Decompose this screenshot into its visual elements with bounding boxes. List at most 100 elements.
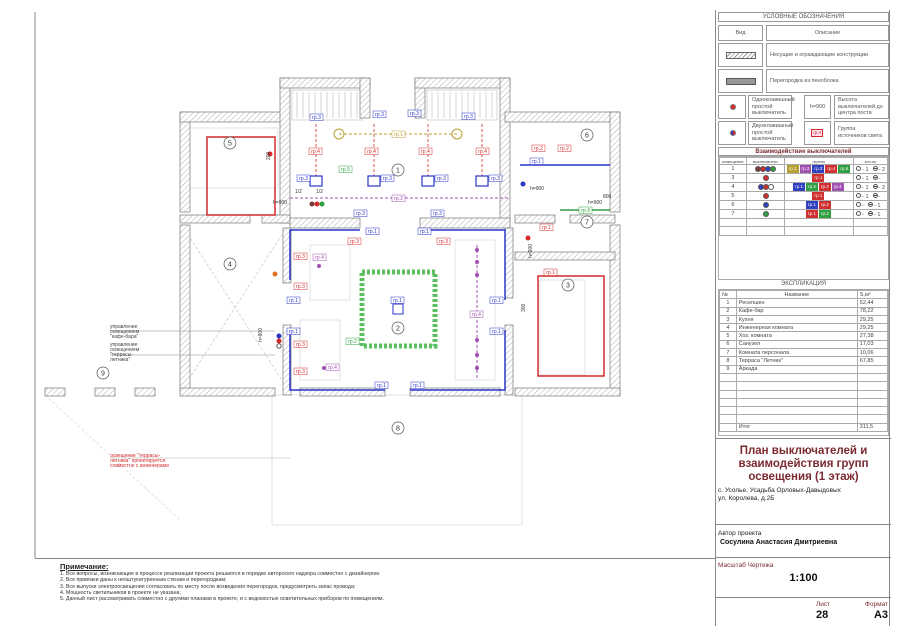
scale-value: 1:100 (789, 572, 818, 584)
count-single: - 1 (862, 193, 869, 200)
wall (514, 214, 556, 224)
wall (504, 324, 514, 396)
empty-row (719, 226, 888, 236)
switches-cell (745, 182, 785, 192)
sheet-label: Лист (816, 601, 831, 608)
side-panel: УСЛОВНЫЕ ОБОЗНАЧЕНИЯ Вид Описание Несущи… (715, 10, 891, 626)
wall (504, 111, 621, 123)
room-cell: 5 (719, 191, 747, 201)
count-cell: - 1- (853, 191, 888, 201)
room-number-4: 4 (223, 257, 237, 271)
group-label: гр.1 (286, 296, 301, 304)
legend-switch1: Одноклавишный простой выключатель (748, 95, 795, 119)
group-label: гр.3 (296, 174, 311, 182)
group-label: гр.3 (347, 237, 362, 245)
notes-list: 1. Все вопросы, возникающие в процессе р… (60, 571, 384, 602)
group-label: гр.2 (557, 144, 572, 152)
svg-text:гр.5: гр.5 (341, 167, 350, 173)
room-area: 27,38 (856, 331, 889, 341)
group-label: гр.1 (410, 381, 425, 389)
svg-text:гр.4: гр.4 (328, 365, 337, 371)
pendant-light (475, 338, 479, 342)
explication-header: S,м² (856, 289, 889, 300)
wall (44, 387, 66, 397)
group-label: гр.2 (391, 194, 406, 202)
count-single: - (862, 211, 864, 218)
group-label: гр.3 (436, 237, 451, 245)
light-fixture (421, 175, 435, 187)
explication-header: Название (735, 289, 858, 300)
room-area: 67,85 (856, 356, 889, 366)
svg-text:гр.3: гр.3 (296, 284, 305, 290)
group-label: гр.3 (430, 209, 445, 217)
switch-icon (762, 201, 769, 208)
pendant-light (317, 264, 321, 268)
group-chip: гр.2 (805, 183, 818, 191)
svg-text:гр.3: гр.3 (375, 112, 384, 118)
group-label: гр.2 (345, 337, 360, 345)
switch-icon (762, 192, 769, 199)
interaction-title: Взаимодействие выключателей (718, 147, 889, 156)
switches-cell (745, 191, 785, 201)
count-single: - (862, 202, 864, 209)
drawing-title: План выключателей и взаимодействия групп… (738, 445, 869, 483)
svg-text:гр.1: гр.1 (542, 225, 551, 231)
group-label: гр.3 (461, 112, 476, 120)
group-label: гр.1 (390, 296, 405, 304)
group-chip: гр.1 (805, 201, 818, 209)
count-cell: -- 1 (853, 200, 888, 210)
room-number: 5 (719, 331, 737, 341)
wall (179, 224, 191, 391)
group-label: гр.3 (380, 174, 395, 182)
pendant-light (475, 366, 479, 370)
author-label: Автор проекта (718, 530, 762, 537)
group-label: гр.1 (489, 327, 504, 335)
room-number: 7 (719, 348, 737, 358)
svg-text:5: 5 (228, 141, 232, 148)
address-line-1: с. Усолье, Усадьба Орловых-Давыдовых (718, 487, 841, 494)
svg-text:гр.1: гр.1 (532, 159, 541, 165)
furniture (44, 127, 586, 526)
room-name: Терраса "Летник" (735, 356, 858, 366)
wall (179, 214, 251, 224)
group-label: гр.4 (308, 147, 323, 155)
double-switch-outline-icon (872, 183, 878, 189)
svg-text:h=900: h=900 (530, 186, 544, 192)
svg-text:гр.2: гр.2 (394, 196, 403, 202)
group-label: гр.4 (475, 147, 490, 155)
group-label: гр.3 (434, 174, 449, 182)
single-switch-outline-icon (856, 183, 862, 189)
legend-partition: Перегородка из пеноблока (766, 69, 889, 93)
double-switch-outline-icon (872, 192, 878, 198)
svg-text:гр.3: гр.3 (437, 176, 446, 182)
author-block: Автор проекта Сосулина Анастасия Дмитрие… (716, 524, 891, 557)
wall (282, 324, 292, 396)
group-chip: гр.5 (838, 165, 851, 173)
explication-title: ЭКСПЛИКАЦИЯ (780, 281, 827, 287)
svg-text:800: 800 (603, 194, 612, 200)
room-area: 29,25 (856, 323, 889, 333)
room-cell: 6 (719, 200, 747, 210)
note-item: 2. Все привязки даны к неоштукатуренным … (60, 577, 227, 584)
title-block: План выключателей и взаимодействия групп… (716, 438, 891, 523)
svg-text:гр.1: гр.1 (393, 298, 402, 304)
room-number: 1 (719, 298, 737, 308)
count-cell: - 1- 2 (853, 164, 888, 174)
legend-height-symbol: h=900 (804, 95, 831, 119)
room-name: Санузел (735, 339, 858, 350)
group-chip: гр.1 (812, 174, 825, 182)
svg-text:гр.3: гр.3 (464, 114, 473, 120)
svg-text:h=900: h=900 (258, 328, 264, 342)
switches-cell (745, 173, 785, 183)
staircases (291, 89, 498, 121)
count-cell: -- 1 (853, 209, 888, 219)
